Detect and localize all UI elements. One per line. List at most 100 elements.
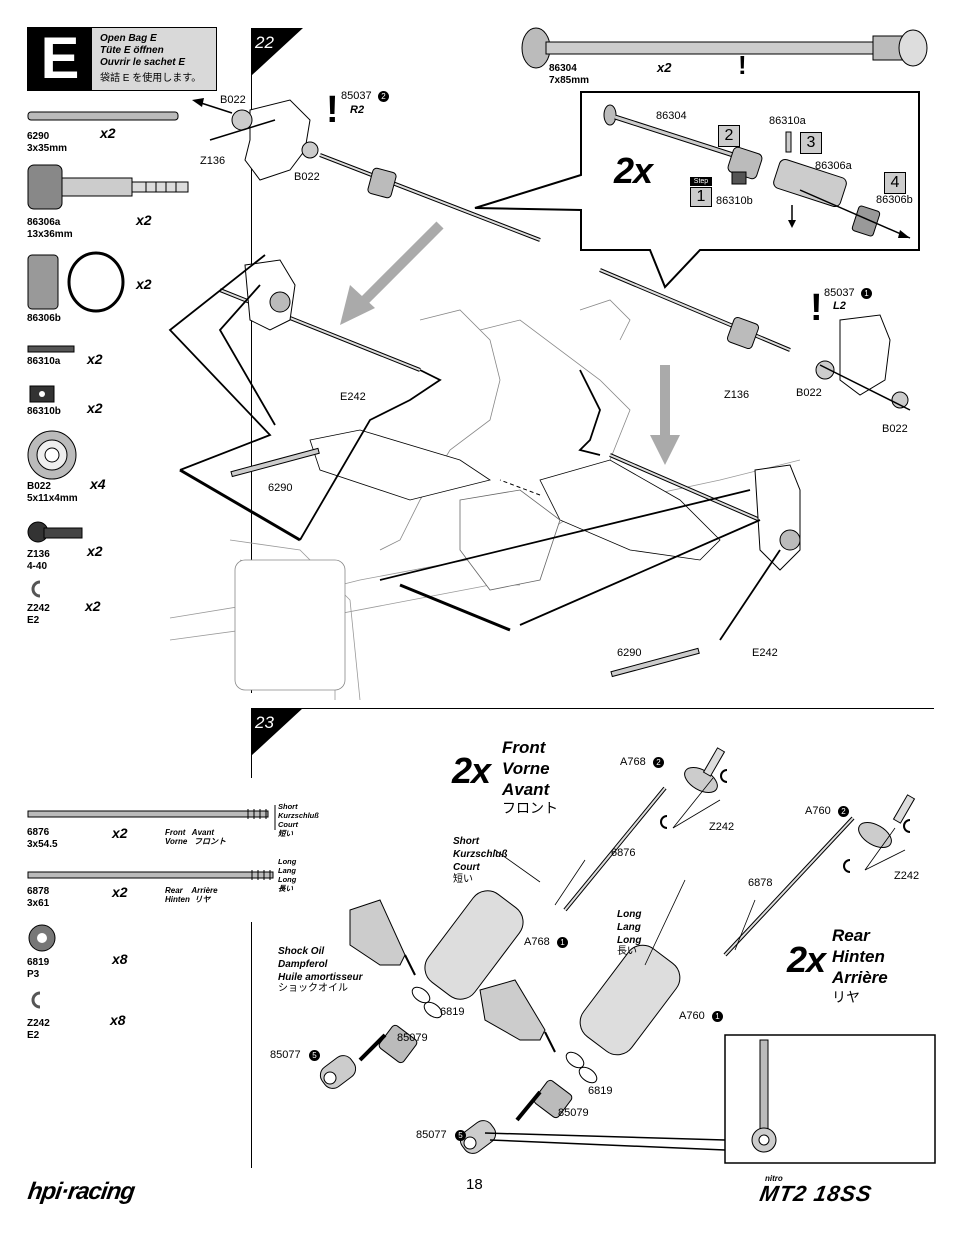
brand-logo: hpi·racing [26, 1178, 136, 1205]
part-z136-size: 4-40 [27, 561, 48, 572]
label-85077-b-badge: 5 [455, 1130, 466, 1141]
label-a760-top-badge: 2 [838, 806, 849, 817]
part-z242-size: E2 [27, 615, 40, 626]
part-z136-code: Z136 [27, 549, 50, 560]
part-z242-23-size: E2 [27, 1030, 40, 1041]
label-a768-body: A768 [524, 936, 550, 948]
label-z242-b: Z242 [894, 870, 920, 882]
label-a760-top: A760 [805, 805, 831, 817]
callout-step-1: 1 [690, 187, 712, 207]
part-z136-qty: x2 [87, 543, 103, 559]
part-6878-code: 6878 [27, 886, 50, 897]
part-86306b-qty: x2 [136, 276, 152, 292]
label-a760-body-badge: 1 [712, 1011, 723, 1022]
callout-label-86306a: 86306a [815, 160, 852, 172]
parts-list-22-art [27, 111, 189, 598]
part-86306b-code: 86306b [27, 313, 61, 324]
part-6819-size: P3 [27, 969, 40, 980]
model-logo-small: nitro [765, 1174, 783, 1183]
label-85077-a: 85077 [270, 1049, 301, 1061]
part-6819-code: 6819 [27, 957, 50, 968]
top-axle-qty: x2 [657, 60, 672, 75]
front-multiplier: 2x [452, 750, 491, 791]
bag-line-ja: 袋詰 E を使用します。 [100, 73, 202, 84]
label-85037-r: 85037 [341, 90, 372, 102]
part-86310a-qty: x2 [87, 351, 103, 367]
label-b022-c: B022 [796, 387, 822, 399]
label-85037-r-badge: 2 [378, 91, 389, 102]
part-86310a-code: 86310a [27, 356, 61, 367]
part-86306a-size: 13x36mm [27, 229, 73, 240]
label-a760-body: A760 [679, 1010, 705, 1022]
part-86310b-code: 86310b [27, 406, 61, 417]
part-6290-size: 3x35mm [27, 143, 68, 154]
step-23-rule-b [251, 922, 252, 1168]
short-note-23: Short Kurzschluß Court [453, 836, 508, 873]
label-b022-b: B022 [294, 171, 320, 183]
callout-step-4: 4 [884, 172, 906, 194]
part-6876-size: 3x54.5 [27, 839, 58, 850]
part-z242-23-qty: x8 [110, 1012, 126, 1028]
step-22-rule [251, 28, 252, 693]
step-23-drawing [319, 747, 936, 1164]
label-a768-top-badge: 2 [653, 757, 664, 768]
step-22-number: 22 [255, 33, 274, 52]
part-6876-code: 6876 [27, 827, 50, 838]
svg-text:!: ! [738, 50, 747, 74]
label-85037-l: 85037 [824, 287, 855, 299]
part-b022-code: B022 [27, 481, 51, 492]
label-85037-l-side: L2 [833, 300, 846, 312]
part-86310b-qty: x2 [87, 400, 103, 416]
label-85037-r-side: R2 [350, 104, 365, 116]
label-b022-a: B022 [220, 94, 246, 106]
callout-label-86310a: 86310a [769, 115, 806, 127]
label-6290-a: 6290 [268, 482, 293, 494]
label-85077-a-badge: 5 [309, 1050, 320, 1061]
label-z242-a: Z242 [709, 821, 735, 833]
rear-note: Rear Arrière Hinten リヤ [165, 886, 218, 904]
step-23-top-rule [251, 708, 934, 709]
label-6819-b: 6819 [588, 1085, 613, 1097]
top-axle-art: ! [521, 27, 928, 74]
parts-list-23-art [27, 805, 276, 1009]
part-86306a-code: 86306a [27, 217, 61, 228]
part-6878-size: 3x61 [27, 898, 50, 909]
part-b022-size: 5x11x4mm [27, 493, 78, 504]
step-23-number: 23 [255, 713, 274, 732]
bag-letter: E [28, 28, 92, 90]
part-6876-qty: x2 [112, 825, 128, 841]
svg-text:!: ! [810, 287, 823, 329]
callout-label-86310b: 86310b [716, 195, 753, 207]
step-23-badge [251, 708, 303, 756]
front-title-ja: フロント [502, 800, 558, 816]
part-z242-code: Z242 [27, 603, 50, 614]
part-b022-qty: x4 [90, 476, 106, 492]
label-a768-top: A768 [620, 756, 646, 768]
callout-step-word: Step [690, 177, 712, 186]
part-6290-qty: x2 [100, 125, 116, 141]
top-axle-code: 86304 [549, 63, 577, 74]
label-6876: 6876 [611, 847, 636, 859]
short-note-23-ja: 短い [453, 874, 473, 885]
label-a768-body-badge: 1 [557, 937, 568, 948]
oil-note: Shock Oil Dampferol Huile amortisseur [278, 946, 363, 983]
callout-label-86304: 86304 [656, 110, 687, 122]
callout-label-86306b: 86306b [876, 194, 913, 206]
front-title: Front Vorne Avant [502, 738, 550, 799]
part-z242-qty: x2 [85, 598, 101, 614]
label-e242-b: E242 [752, 647, 778, 659]
oil-note-ja: ショックオイル [278, 983, 348, 994]
bag-header: E Open Bag E Tüte E öffnen Ouvrir le sac… [27, 27, 217, 91]
callout-step-2: 2 [718, 125, 740, 147]
callout-step-3: 3 [800, 132, 822, 154]
label-6819-a: 6819 [440, 1006, 465, 1018]
label-85037-l-badge: 1 [861, 288, 872, 299]
front-note: Front Avant Vorne フロント [165, 828, 227, 846]
step-22-drawing: ! ! [168, 89, 911, 701]
label-85079-b: 85079 [558, 1107, 589, 1119]
label-6878: 6878 [748, 877, 773, 889]
label-85077-b: 85077 [416, 1129, 447, 1141]
part-86306a-qty: x2 [136, 212, 152, 228]
label-b022-d: B022 [882, 423, 908, 435]
label-z136-a: Z136 [200, 155, 226, 167]
